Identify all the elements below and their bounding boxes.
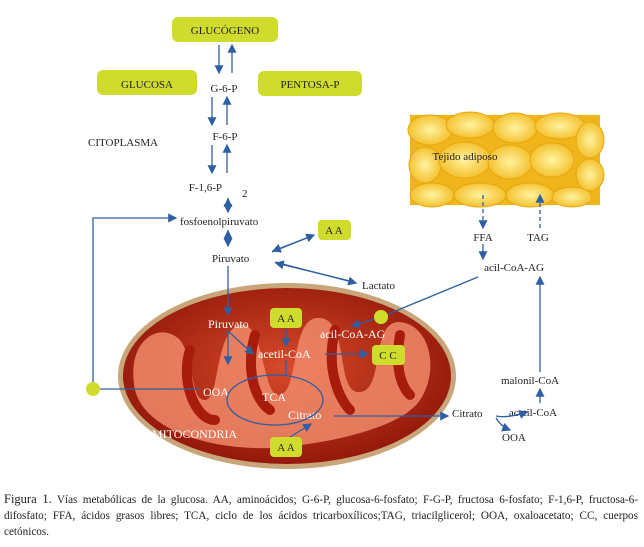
- tejido-adiposo-label: Tejido adiposo: [433, 151, 498, 163]
- lactato-label: Lactato: [362, 280, 395, 292]
- figure-caption: Figura 1. Vías metabólicas de la glucosa…: [4, 491, 638, 540]
- mito-aa-top-label: A A: [277, 313, 294, 325]
- piruvato-label: Piruvato: [212, 253, 250, 265]
- acetil-coa-label: acetil-CoA: [509, 407, 557, 419]
- ooa-label: OOA: [502, 432, 526, 444]
- transporter-dot-left: [86, 382, 100, 396]
- mito-citrato-label: Citrato: [288, 408, 321, 422]
- mito-ooa-label: OOA: [203, 385, 229, 399]
- pathway-arrows: [92, 43, 545, 438]
- g6p-label: G-6-P: [211, 83, 238, 95]
- citoplasma-label: CITOPLASMA: [88, 137, 158, 149]
- f16p-subscript: 2: [242, 188, 248, 200]
- tca-cycle-arrow: [226, 374, 324, 426]
- mito-acetil-label: acetil-CoA: [258, 347, 311, 361]
- glucogeno-box: [172, 17, 278, 42]
- mito-aa-top-box: [270, 308, 302, 328]
- cc-label: C C: [379, 350, 396, 362]
- transporter-dot-right: [374, 310, 388, 324]
- glucosa-box: [97, 70, 197, 95]
- acil-coa-ag-label: acil-CoA-AG: [484, 262, 544, 274]
- caption-text: Vías metabólicas de la glucosa. AA, amin…: [4, 494, 638, 538]
- pentosa-box: [258, 71, 362, 96]
- caption-label: Figura 1.: [4, 492, 52, 506]
- f6p-label: F-6-P: [212, 131, 237, 143]
- mito-piruvato-label: Piruvato: [208, 317, 249, 331]
- mitocondria-label: MITOCONDRIA: [152, 427, 237, 441]
- pentosa-label: PENTOSA-P: [280, 79, 339, 91]
- cc-box: [372, 345, 405, 365]
- ffa-label: FFA: [473, 232, 492, 244]
- glucosa-label: GLUCOSA: [121, 79, 173, 91]
- tag-label: TAG: [527, 232, 549, 244]
- tca-label: TCA: [262, 390, 286, 404]
- adipose-tissue-image: Tejido adiposo: [407, 111, 605, 208]
- aa-box: [318, 220, 351, 240]
- citrato-label: Citrato: [452, 408, 483, 420]
- mito-aa-bottom-box: [270, 437, 302, 457]
- fosfoenolpiruvato-label: fosfoenolpiruvato: [180, 216, 259, 228]
- glucogeno-label: GLUCÓGENO: [191, 25, 259, 37]
- mito-acil-label: acil-CoA-AG: [320, 327, 386, 341]
- mito-aa-bottom-label: A A: [277, 442, 294, 454]
- malonil-coa-label: malonil-CoA: [501, 375, 559, 387]
- f16p-label: F-1,6-P: [189, 182, 222, 194]
- aa-label: A A: [325, 225, 342, 237]
- diagram: Tejido adiposo GLUCÓGENO GLUCOSA PENTOSA…: [86, 17, 605, 469]
